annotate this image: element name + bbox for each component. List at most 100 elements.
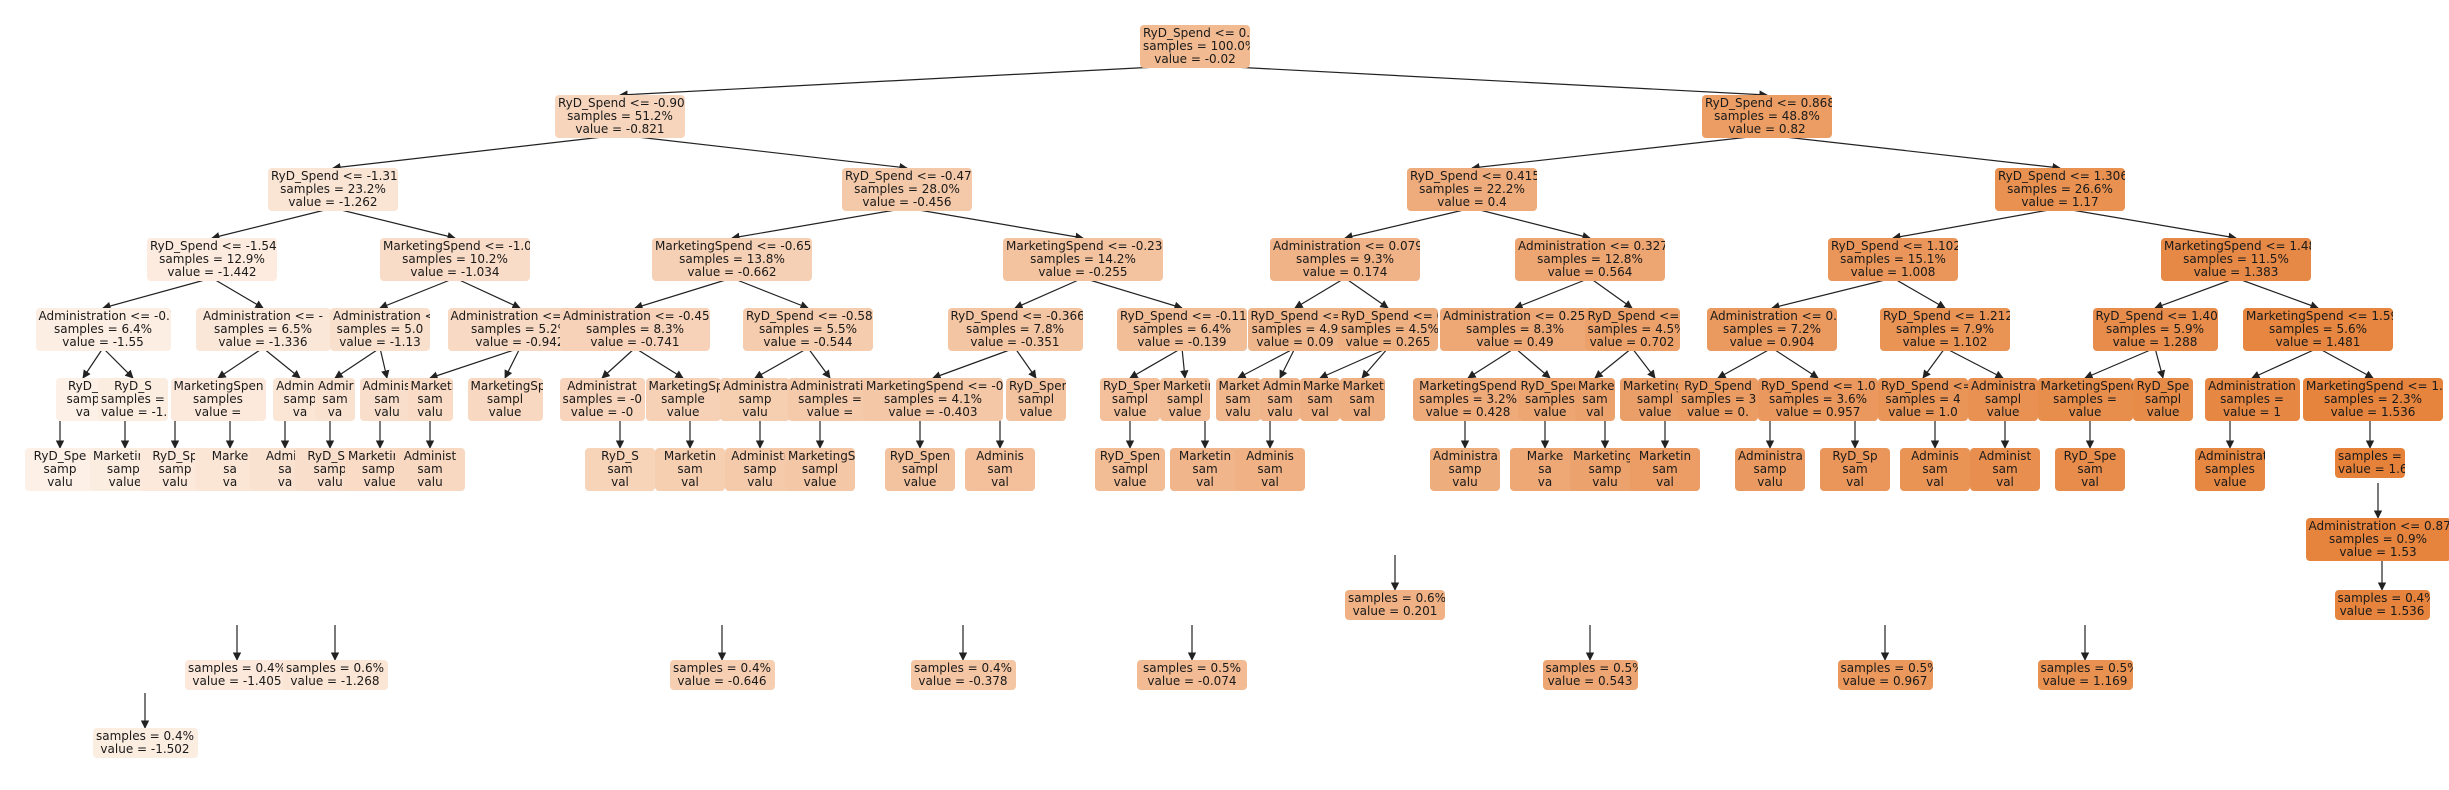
node-split-label: RyD_Spend <= -1.541 (150, 239, 277, 253)
tree-edge-n31 (82, 347, 104, 379)
node-value-label: va (75, 405, 91, 419)
node-value-label: value = 1 (2222, 405, 2282, 419)
tree-edge-n46 (1180, 347, 1189, 379)
leaf-split-label: Administ (1978, 449, 2032, 463)
leaf-samples-label: samples = 0.5% (1545, 661, 1638, 675)
leaf-samples-label: sam (1992, 462, 2018, 476)
node-samples-label: sam (1307, 392, 1333, 406)
node-samples-label: samples = 100.0% (1143, 39, 1250, 53)
node-samples-label: samples = 4.9 (1251, 322, 1339, 336)
node-split-label: Administration <= 0.507 (1710, 309, 1837, 323)
leaf-value-label: valu (1452, 475, 1478, 489)
tree-edge-n44 (1014, 347, 1037, 379)
leaf-split-label: samples = 0.4% (2338, 449, 2405, 463)
node-value-label: value = 0.428 (1425, 405, 1511, 419)
leaf-split-label: Adminis (976, 449, 1024, 463)
node-samples-label: sampl (1984, 392, 2022, 406)
leaf-samples-label: sampl (901, 462, 939, 476)
node-samples-label: samples = 5.2% (470, 322, 570, 336)
tree-edge-n24 (1344, 277, 1389, 309)
node-value-label: value = 1.536 (2330, 405, 2416, 419)
leaf-split-label: Marketin (663, 449, 717, 463)
leaf-samples-label: samples = 0.4% (95, 729, 195, 743)
tree-edge-n16 (211, 277, 264, 309)
node-value-label: value (1986, 405, 2020, 419)
node-value-label: value (2068, 405, 2102, 419)
tree-edge-n25 (1514, 277, 1591, 310)
node-value-label: value = -0.741 (590, 335, 680, 349)
node-value-label: value = -1.034 (410, 265, 500, 279)
node-samples-label: samples = 4.5% (1587, 322, 1680, 336)
node-value-label: value = -0.02 (1154, 52, 1236, 66)
tree-edge-n17 (379, 277, 456, 310)
node-value-label: value = -1.262 (288, 195, 378, 209)
tree-leaf: samples = 0.4%value = -1.502 (92, 728, 198, 758)
leaf-split-label: Administr (731, 449, 789, 463)
node-value-label: value = -1.336 (218, 335, 308, 349)
leaf-samples-label: samples = 0.9% (2328, 532, 2428, 546)
tree-edge-n23 (1294, 277, 1346, 309)
leaf-value-label: val (1846, 475, 1864, 489)
node-samples-label: samples = 3.6% (1768, 392, 1868, 406)
tree-edge-n30 (2235, 277, 2319, 310)
node-value-label: value = -1. (101, 405, 168, 419)
leaf-value-label: valu (1592, 475, 1618, 489)
node-split-label: Administration <= -0.459 (563, 309, 710, 323)
leaf-samples-label: value = 1.614 (2338, 462, 2405, 476)
node-samples-label: samples (1525, 392, 1575, 406)
node-value-label: value = 1.383 (2193, 265, 2279, 279)
tree-leaf: samples = 0.6%value = -1.268 (282, 660, 388, 690)
leaf-samples-label: samples = 0.4% (2337, 591, 2430, 605)
leaf-samples-label: sa (278, 462, 292, 476)
node-split-label: RyD_Spend <= (1881, 379, 1968, 393)
node-value-label: value = -0.139 (1137, 335, 1227, 349)
node-value-label: valu (417, 405, 443, 419)
leaf-value-label: valu (1757, 475, 1783, 489)
node-samples-label: sam (417, 392, 443, 406)
leaf-value-label: value = 0.543 (1547, 674, 1633, 688)
leaf-value-label: value (803, 475, 837, 489)
node-split-label: MarketingSp (470, 379, 543, 393)
tree-edge-n21 (1014, 277, 1084, 309)
node-split-label: RyD_S (114, 379, 152, 393)
tree-leaf: samples = 0.4%value = -0.378 (910, 660, 1016, 690)
node-split-label: RyD_Spend <= 1.407 (2095, 309, 2218, 323)
node-split-label: MarketingSpend <= 1.599 (2246, 309, 2393, 323)
node-samples-label: samples = 5.6% (2268, 322, 2368, 336)
leaf-samples-label: samples = 0.4% (187, 661, 287, 675)
leaf-samples-label: samples = 0.4% (913, 661, 1013, 675)
node-value-label: value = 1.17 (2021, 195, 2099, 209)
leaf-samples-label: samples = 0.4% (672, 661, 772, 675)
leaf-samples-label: samples = 0.6% (1348, 591, 1445, 605)
node-split-label: RyD_Spend <= 0.868 (1705, 96, 1832, 110)
node-samples-label: sample (661, 392, 705, 406)
tree-edge-n42 (807, 347, 831, 379)
tree-node-n15: Administration <= -0.723samples = 6.4%va… (35, 308, 171, 351)
leaf-split-label: Administra (1738, 449, 1803, 463)
leaf-split-label: RyD_Spen (1099, 449, 1161, 463)
node-samples-label: samples = 2.3% (2323, 392, 2423, 406)
node-split-label: RyD_Spend <= 0.415 (1410, 169, 1537, 183)
node-split-label: MarketingSp (648, 379, 721, 393)
tree-edge-n13 (1892, 207, 2061, 241)
node-value-label: value = 0.49 (1476, 335, 1554, 349)
node-split-label: MarketingSpend <= -1.082 (383, 239, 530, 253)
tree-edge-n18 (454, 277, 521, 309)
leaf-samples-label: samp (313, 462, 347, 476)
node-split-label: MarketingSpend (2040, 379, 2133, 393)
tree-edge-n45 (1129, 347, 1183, 379)
node-value-label: value = 0.564 (1547, 265, 1633, 279)
